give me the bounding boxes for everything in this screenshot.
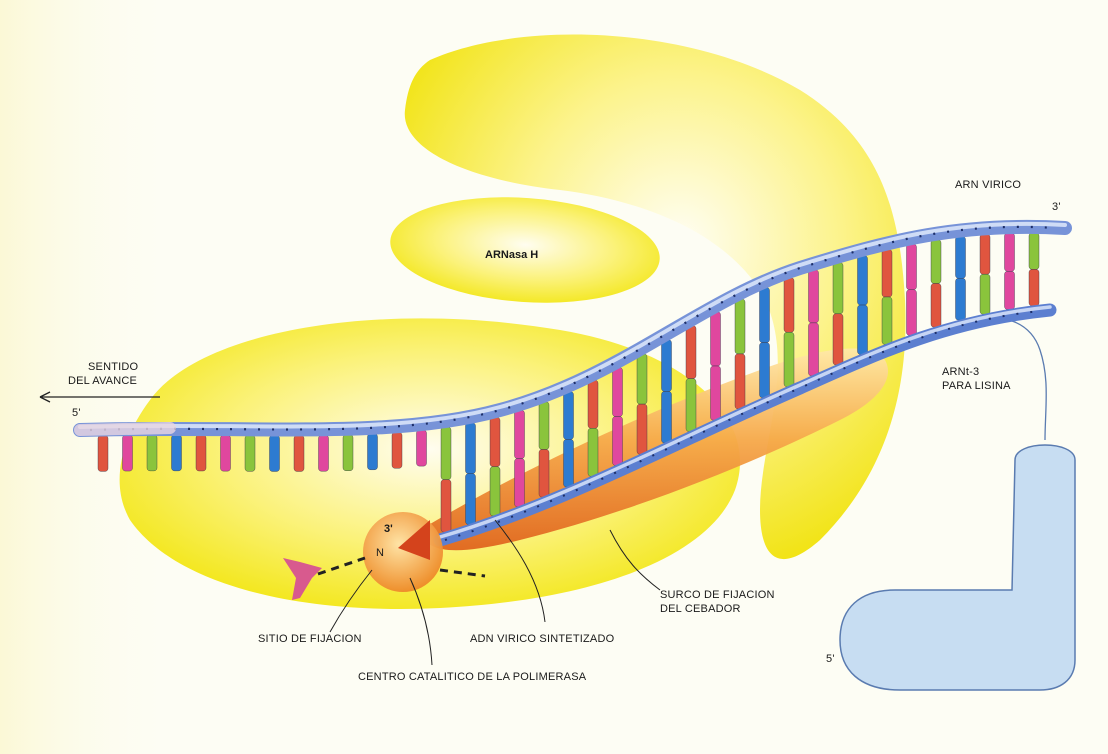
base-dna — [637, 404, 647, 454]
base-dna — [1029, 269, 1039, 305]
base-rna — [858, 256, 868, 305]
base-rna — [343, 435, 353, 471]
base-rna — [98, 435, 108, 471]
base-dna — [466, 474, 476, 525]
base-rna — [172, 435, 182, 471]
sentido-label-line2: DEL AVANCE — [68, 375, 137, 387]
arn-virico-label: ARN VIRICO — [955, 179, 1021, 191]
adn-label: ADN VIRICO SINTETIZADO — [470, 633, 615, 645]
five-prime-bottom-label: 5' — [826, 653, 835, 665]
base-dna — [613, 417, 623, 466]
base-rna — [245, 435, 255, 471]
base-rna — [637, 354, 647, 404]
base-rna — [123, 435, 133, 471]
base-rna — [686, 326, 696, 379]
base-dna — [515, 459, 525, 507]
base-dna — [441, 480, 451, 533]
base-rna — [956, 236, 966, 278]
sitio-label: SITIO DE FIJACION — [258, 633, 362, 645]
three-prime-center-label: 3' — [384, 523, 393, 535]
base-rna — [515, 410, 525, 458]
trna-lysine — [840, 445, 1075, 690]
base-rna — [662, 340, 672, 392]
base-rna — [417, 430, 427, 466]
base-rna — [735, 299, 745, 354]
base-dna — [833, 314, 843, 365]
base-rna — [294, 435, 304, 471]
base-dna — [809, 323, 819, 376]
base-dna — [931, 283, 941, 327]
base-rna — [441, 427, 451, 480]
three-prime-top-label: 3' — [1052, 201, 1061, 213]
base-dna — [588, 428, 598, 476]
base-dna — [882, 297, 892, 345]
surco-label-line2: DEL CEBADOR — [660, 603, 741, 615]
base-rna — [270, 435, 280, 471]
surco-label-line1: SURCO DE FIJACION — [660, 589, 775, 601]
base-rna — [760, 287, 770, 342]
base-rna — [147, 435, 157, 471]
base-rna — [980, 234, 990, 274]
arnasa-h-label: ARNasa H — [485, 249, 538, 261]
base-rna — [833, 263, 843, 314]
base-dna — [980, 274, 990, 314]
base-rna — [196, 435, 206, 471]
base-rna — [882, 249, 892, 297]
base-rna — [613, 367, 623, 416]
n-label: N — [376, 547, 384, 559]
base-rna — [221, 435, 231, 471]
base-rna — [588, 380, 598, 428]
rna-5prime-end — [80, 428, 170, 430]
base-rna — [490, 417, 500, 466]
base-dna — [735, 354, 745, 409]
base-dna — [956, 278, 966, 320]
base-dna — [686, 379, 696, 432]
base-rna — [1029, 233, 1039, 269]
base-rna — [564, 392, 574, 440]
base-dna — [539, 449, 549, 497]
base-dna — [1005, 271, 1015, 309]
base-rna — [466, 423, 476, 474]
base-rna — [907, 244, 917, 290]
base-rna — [368, 434, 378, 470]
base-rna — [931, 240, 941, 284]
base-dna — [490, 467, 500, 516]
base-rna — [711, 312, 721, 366]
arnt-label-line1: ARNt-3 — [942, 366, 979, 378]
catalytic-center — [363, 512, 443, 592]
base-rna — [784, 278, 794, 333]
base-rna — [392, 432, 402, 468]
base-dna — [564, 439, 574, 487]
base-dna — [858, 305, 868, 354]
base-dna — [907, 290, 917, 336]
arnt-label-line2: PARA LISINA — [942, 380, 1011, 392]
base-dna — [711, 366, 721, 420]
base-rna — [809, 270, 819, 323]
sentido-label-line1: SENTIDO — [88, 361, 139, 373]
five-prime-left-label: 5' — [72, 407, 81, 419]
base-rna — [1005, 233, 1015, 271]
base-dna — [760, 343, 770, 398]
base-dna — [784, 332, 794, 387]
centro-label: CENTRO CATALITICO DE LA POLIMERASA — [358, 671, 587, 683]
base-dna — [662, 391, 672, 443]
base-rna — [539, 402, 549, 450]
base-rna — [319, 435, 329, 471]
